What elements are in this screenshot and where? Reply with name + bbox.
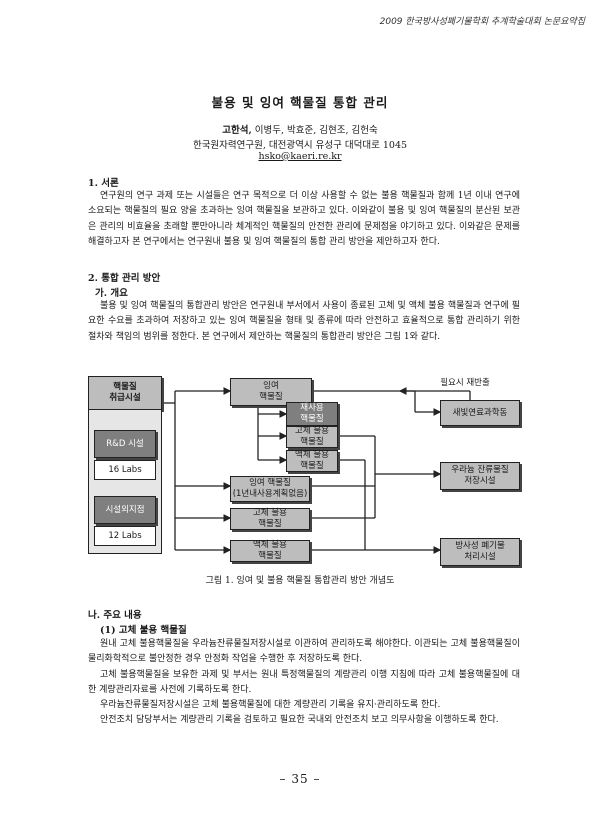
section-intro-heading: 1. 서론: [88, 178, 119, 189]
surplus-box: 잉여 핵물질: [230, 378, 312, 406]
section-main-heading: 나. 주요 내용: [88, 610, 142, 621]
rnd-facility-label: R&D 시설: [106, 438, 144, 449]
page-number: – 35 –: [279, 772, 321, 786]
solid-paragraph-2: 고체 불용핵물질을 보유한 과제 및 부서는 원내 특정핵물질의 계량관리 이행…: [88, 669, 520, 695]
uranium-storage-label: 우라늄 잔류물질 저장시설: [451, 465, 509, 486]
liquid-unused-box-a: 액체 불용 핵물질: [286, 450, 338, 472]
intro-paragraph: 연구원의 연구 과제 또는 시설들은 연구 목적으로 더 이상 사용할 수 없는…: [88, 191, 520, 247]
waste-facility-label: 방사성 폐기물 처리시설: [455, 541, 505, 562]
rnd-labs-count: 16 Labs: [94, 460, 156, 480]
liquid-unused-box-b: 액체 불용 핵물질: [230, 540, 310, 562]
uranium-storage-box: 우라늄 잔류물질 저장시설: [440, 462, 520, 490]
paper-title: 불용 및 잉여 핵물질 통합 관리: [211, 95, 389, 110]
affiliation: 한국원자력연구원, 대전광역시 유성구 대덕대로 1045: [192, 140, 408, 151]
rnd-facility-box: R&D 시설: [94, 430, 156, 458]
author-line: 고한석, 이병두, 박효준, 김현조, 김헌숙: [0, 122, 600, 136]
rnd-labs-label: 16 Labs: [108, 464, 142, 475]
facility-header-box: 핵물질 취급시설: [88, 376, 162, 410]
support-labs-label: 12 Labs: [108, 530, 142, 541]
section-solid-heading: (1) 고체 불용 핵물질: [100, 625, 187, 636]
integrated-management-diagram: 핵물질 취급시설 R&D 시설 16 Labs 시설외지점 12 Labs 잉여…: [80, 368, 530, 568]
support-facility-box: 시설외지점: [94, 496, 156, 524]
solid-unused-label-a: 고체 불용 핵물질: [295, 426, 329, 447]
surplus-plan-box: 잉여 핵물질 (1년내사용계획없음): [230, 476, 310, 502]
solid-paragraph-1: 원내 고체 불용핵물질을 우라늄잔류물질저장시설로 이관하여 관리하도록 해야한…: [88, 639, 520, 665]
fuel-center-label: 새빛연료과학동: [452, 407, 508, 418]
waste-facility-box: 방사성 폐기물 처리시설: [440, 538, 520, 566]
surplus-plan-label: 잉여 핵물질 (1년내사용계획없음): [232, 478, 308, 499]
overview-paragraph: 불용 및 잉여 핵물질의 통합관리 방안은 연구원내 부서에서 사용이 종료된 …: [88, 301, 520, 342]
solid-paragraph-3: 우라늄잔류물질저장시설은 고체 불용핵물질에 대한 계량관리 기록을 유지·관리…: [100, 700, 441, 711]
lead-author: 고한석,: [222, 125, 252, 136]
liquid-unused-label-a: 액체 불용 핵물질: [295, 450, 329, 471]
figure-caption: 그림 1. 잉여 및 불용 핵물질 통합관리 방안 개념도: [205, 576, 395, 586]
liquid-unused-label-b: 액체 불용 핵물질: [253, 540, 287, 561]
fuel-center-box: 새빛연료과학동: [440, 400, 520, 426]
section-overview-heading: 가. 개요: [95, 288, 128, 299]
email-link[interactable]: hsko@kaeri.re.kr: [258, 151, 342, 162]
support-labs-count: 12 Labs: [94, 526, 156, 546]
solid-unused-box-b: 고체 불용 핵물질: [230, 508, 310, 530]
section-solid-body: 원내 고체 불용핵물질을 우라늄잔류물질저장시설로 이관하여 관리하도록 해야한…: [88, 637, 520, 729]
support-facility-label: 시설외지점: [105, 504, 145, 515]
reusable-box: 재사용 핵물질: [286, 402, 338, 426]
reuse-note: 필요시 재반출: [440, 378, 490, 388]
solid-unused-label-b: 고체 불용 핵물질: [253, 508, 287, 529]
solid-unused-box-a: 고체 불용 핵물질: [286, 426, 338, 448]
solid-paragraph-4: 안전조치 담당부서는 계량관리 기록을 검토하고 필요한 국내외 안전조치 보고…: [100, 715, 499, 726]
facility-header-label: 핵물질 취급시설: [109, 382, 141, 403]
section-intro-body: 연구원의 연구 과제 또는 시설들은 연구 목적으로 더 이상 사용할 수 없는…: [88, 189, 520, 250]
running-header: 2009 한국방사성폐기물학회 추계학술대회 논문요약집: [379, 17, 585, 27]
section-integrated-heading: 2. 통합 관리 방안: [88, 273, 161, 284]
co-authors: 이병두, 박효준, 김현조, 김헌숙: [251, 125, 378, 136]
reusable-label: 재사용 핵물질: [300, 403, 324, 424]
section-overview-body: 불용 및 잉여 핵물질의 통합관리 방안은 연구원내 부서에서 사용이 종료된 …: [88, 299, 520, 345]
diagram-connectors: [162, 387, 471, 554]
surplus-label: 잉여 핵물질: [259, 381, 283, 402]
